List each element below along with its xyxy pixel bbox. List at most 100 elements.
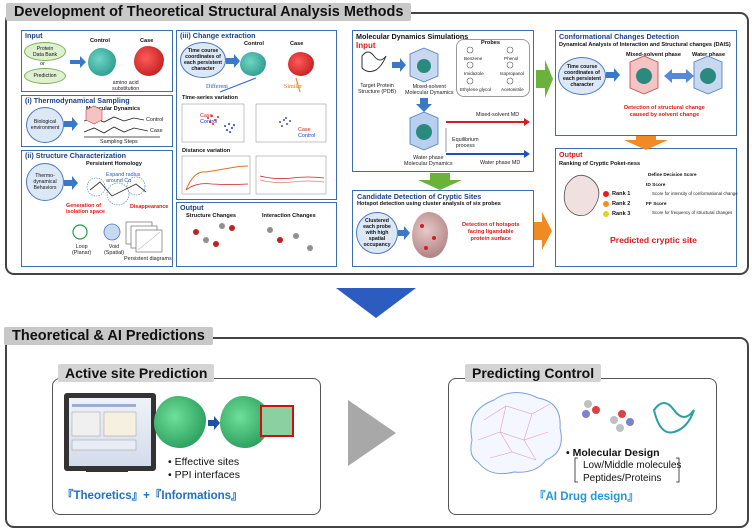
ranking-label: Ranking of Cryptic Poket-ness — [559, 161, 641, 167]
change-label: (iii) Change extraction — [180, 31, 256, 40]
homology-chain — [89, 181, 147, 197]
water-md-arrowhead — [524, 150, 530, 158]
water-phase-label: Water phase — [692, 52, 726, 58]
case-protein — [134, 46, 164, 76]
homology-sphere-2 — [106, 182, 130, 206]
gray-right-arrow — [348, 400, 396, 466]
active-title: Active site Prediction — [58, 364, 215, 382]
similar-label: Similar — [284, 84, 302, 90]
monitor-line-1 — [72, 404, 136, 407]
homology-label: Persistent Homology — [86, 161, 142, 167]
mixed-md-arrow-label: Mixed-solvent MD — [476, 112, 520, 118]
or-text: or — [40, 61, 45, 67]
md-arrow-down — [416, 98, 432, 112]
loop-ring — [72, 224, 88, 240]
id-score-desc: Score for intensity of conformational ch… — [652, 191, 738, 196]
effective-sites: • Effective sites — [168, 456, 240, 468]
green-arrow-right — [536, 60, 553, 98]
probe-acetonitrile: Acetonitrile — [501, 87, 524, 92]
zoom-box — [260, 405, 294, 437]
input-case-label: Case — [140, 38, 154, 44]
md-arrow-to-mixed — [392, 58, 406, 72]
cryptic-label: Candidate Detection of Cryptic Sites — [357, 192, 482, 201]
active-footer: 『Theoretics』+『Informations』 — [62, 490, 243, 502]
rank1-label: Rank 1 — [612, 191, 631, 197]
output-box — [176, 202, 337, 267]
id-score-label: ID Score — [646, 183, 666, 188]
input-label: Input — [25, 31, 43, 40]
rank1-dot — [603, 191, 609, 197]
mixed-phase-label: Mixed-solvent phase — [626, 52, 682, 58]
structure-changes-label: Structure Changes — [186, 213, 237, 219]
control-title: Predicting Control — [465, 364, 602, 382]
ai-protein-ribbon — [652, 402, 695, 434]
md-sim-label: Molecular Dynamics Simulations — [356, 32, 469, 41]
dv-left-curve-2 — [185, 183, 249, 191]
md-case-trace — [83, 126, 149, 134]
target-protein-ribbon — [361, 51, 387, 73]
probe-isopropanol: Isopropanol — [500, 71, 525, 76]
brain-icon — [470, 392, 562, 475]
output-molecules — [193, 225, 283, 247]
rank2-label: Rank 2 — [612, 201, 631, 207]
ai-molecules — [582, 400, 634, 432]
water-cube-protein — [416, 124, 432, 140]
conf-sub: Dynamical Analysis of Interaction and St… — [559, 42, 731, 48]
change-control-protein — [240, 52, 266, 76]
rank3-label: Rank 3 — [612, 211, 631, 217]
orange-arrow-right — [534, 212, 552, 250]
scatter-left-frame — [181, 103, 245, 143]
change-control-label: Control — [244, 41, 264, 47]
cryptic-arrow-right — [398, 226, 410, 240]
disappearance-text: Disappearance — [130, 204, 169, 210]
ppi-interfaces: • PPI interfaces — [168, 469, 240, 481]
thermo-arrow-right — [64, 117, 78, 131]
loop-label: Loop(Planar) — [72, 244, 92, 257]
probe-phenol: Phenol — [504, 56, 519, 61]
md-box — [352, 30, 534, 172]
scatter-right-frame — [255, 103, 327, 143]
control-l2: Peptides/Proteins — [583, 473, 662, 484]
probe-icons — [466, 46, 514, 85]
define-score-label: Define Decision Score — [648, 172, 697, 177]
scatter-left-control — [224, 123, 235, 133]
scatter-right-points — [279, 117, 291, 127]
dv-left-curve — [185, 165, 249, 191]
conf-water-protein — [700, 68, 716, 84]
mixed-md-arrowhead — [524, 118, 530, 126]
similar-arrow — [295, 77, 301, 93]
probe-benzene: Benzene — [464, 56, 483, 61]
interaction-changes-label: Interaction Changes — [262, 213, 316, 219]
brain-mesh — [477, 403, 551, 461]
active-protein-1 — [154, 396, 206, 448]
design-bracket-right — [676, 457, 680, 483]
mixed-cube-protein — [417, 59, 431, 73]
center-down-arrow — [336, 288, 416, 318]
monitor-line-3 — [103, 411, 137, 437]
ts-label: Time-series variation — [182, 95, 238, 101]
dv-left-frame — [181, 155, 251, 195]
ts-control-legend: Control — [200, 119, 218, 125]
change-case-label: Case — [290, 41, 304, 47]
conf-label: Conformational Changes Detection — [559, 32, 680, 41]
ts-control-legend-2: Control — [298, 133, 316, 139]
change-arrow-right — [226, 54, 240, 68]
scatter-left-case — [207, 115, 219, 125]
homology-sphere-3 — [126, 176, 146, 196]
md-label: Molecular Dynamics — [86, 106, 141, 112]
design-bracket — [574, 457, 578, 483]
dv-label: Distance variation — [182, 148, 231, 154]
probes-box — [456, 39, 530, 97]
bottom-title: Theoretical & AI Predictions — [4, 327, 213, 345]
structure-label: (ii) Structure Characterization — [25, 151, 127, 160]
probe-ethylene-glycol: Ethylene glycol — [460, 87, 491, 92]
persistent-diagrams-label: Persistent diagrams — [124, 256, 172, 262]
